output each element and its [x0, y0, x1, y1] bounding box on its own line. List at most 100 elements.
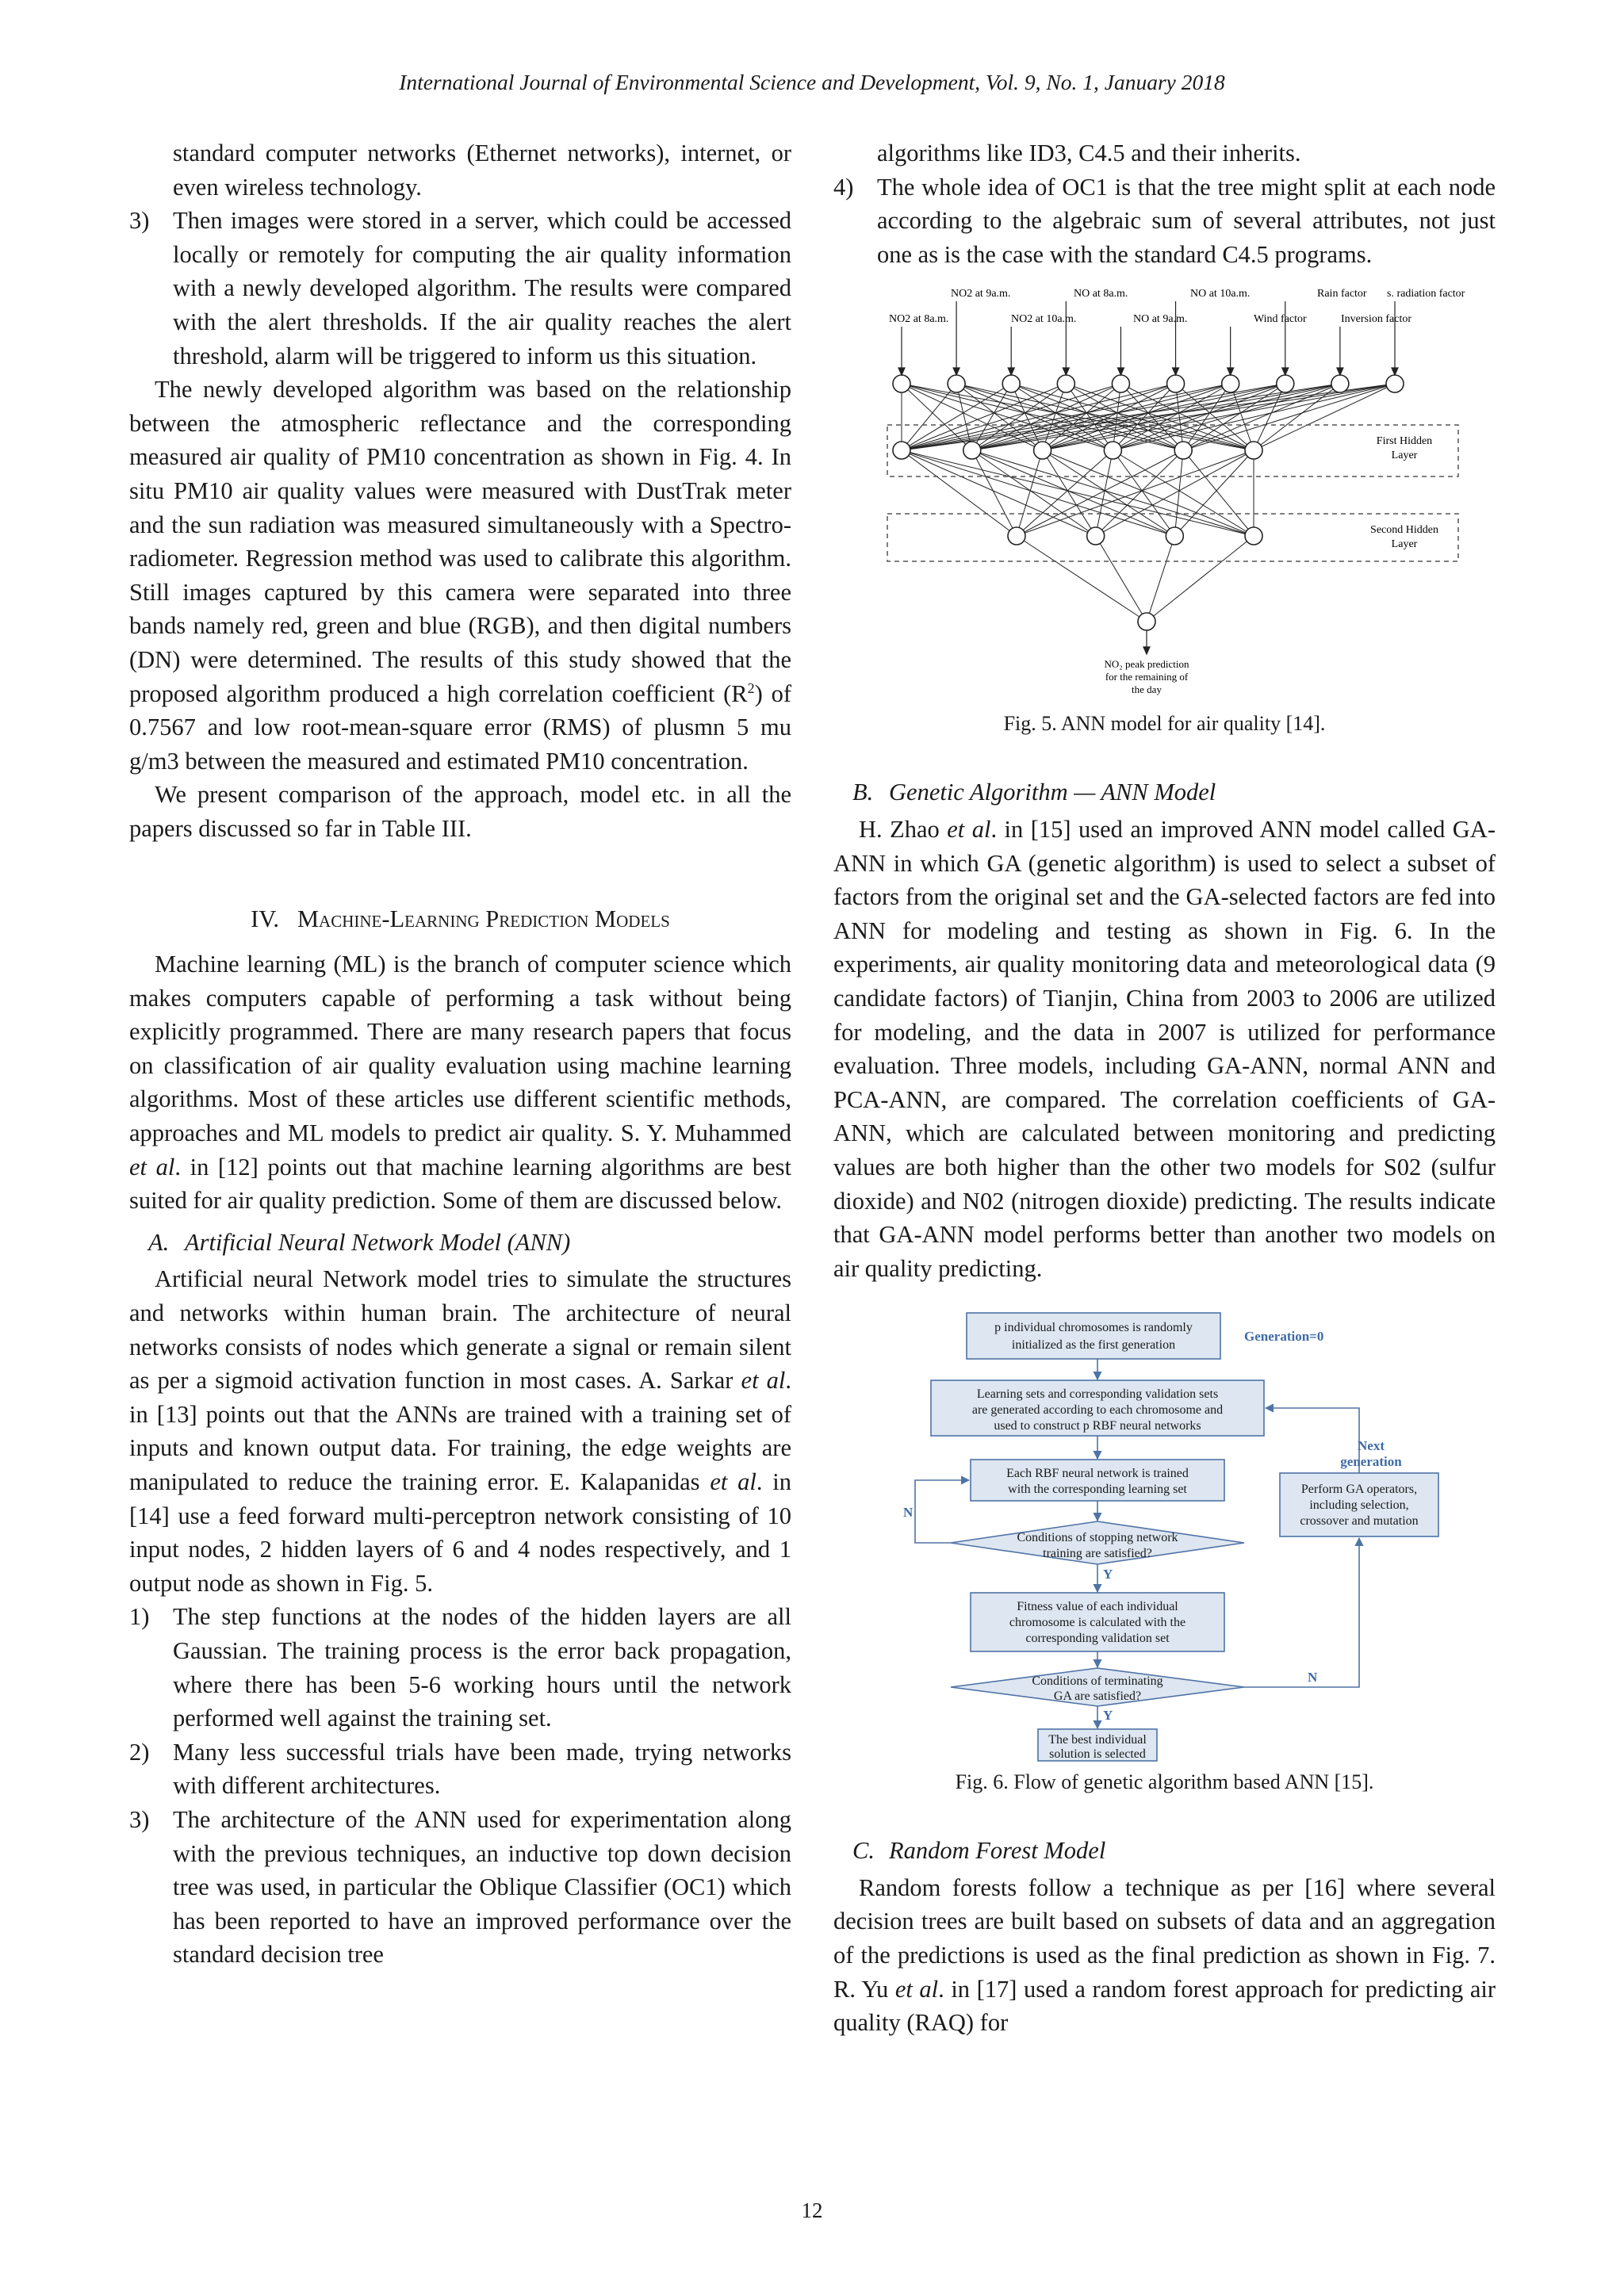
ann-connection [1112, 384, 1176, 451]
ann-connection [1112, 383, 1395, 451]
et-al: et al [741, 1367, 786, 1395]
input-node [1220, 374, 1239, 394]
ann-connection [971, 384, 1012, 451]
paragraph: Random forests follow a technique as per… [833, 1871, 1496, 2040]
ann-connection [971, 383, 1340, 451]
flow-text: Conditions of stopping network [1017, 1531, 1178, 1544]
paragraph: Artificial neural Network model tries to… [129, 1262, 791, 1600]
flow-text: GA are satisfied? [1053, 1689, 1140, 1703]
flow-text: initialized as the first generation [1011, 1338, 1174, 1352]
paragraph-text: ) of 0.7567 and low root-mean-square err… [129, 679, 791, 775]
hidden-node-layer-1 [1243, 441, 1263, 461]
hidden-node-layer-1 [962, 441, 982, 461]
input-label: NO at 10a.m. [1190, 288, 1250, 300]
section-title: Machine-Learning Prediction Models [297, 905, 670, 933]
ann-connection [1041, 383, 1176, 451]
next-generation-label: Next [1358, 1438, 1385, 1453]
ann-connection [1041, 450, 1096, 537]
ann-connection [1016, 450, 1043, 537]
subsection-heading: C. Random Forest Model [833, 1834, 1496, 1868]
ann-connection [971, 450, 1254, 537]
ann-connection [971, 383, 1067, 451]
output-arrowhead [1142, 646, 1151, 656]
ann-connection [1016, 535, 1147, 622]
flow-branch-label: N [903, 1505, 914, 1520]
journal-header: International Journal of Environmental S… [399, 70, 1225, 94]
ann-connection [1065, 384, 1113, 451]
flow-text: with the corresponding learning set [1008, 1483, 1187, 1496]
flow-box-learning-sets [929, 1380, 1265, 1437]
input-label: NO2 at 9a.m. [951, 288, 1010, 300]
input-label: Rain factor [1317, 288, 1367, 300]
list-item-text: The whole idea of OC1 is that the tree m… [877, 173, 1496, 268]
ann-connection [1016, 450, 1254, 537]
hidden-node-layer-2 [1006, 526, 1026, 546]
input-node [1056, 374, 1075, 394]
flow-text: The best individual [1048, 1733, 1147, 1747]
input-label: NO2 at 8a.m. [889, 313, 948, 325]
subsection-title: Random Forest Model [889, 1837, 1106, 1865]
list-item-text: Then images were stored in a server, whi… [173, 207, 791, 369]
input-arrowhead [952, 367, 960, 377]
paragraph: H. Zhao et al. in [15] used an improved … [833, 813, 1496, 1285]
paragraph: We present comparison of the approach, m… [129, 781, 791, 842]
input-arrowhead [1006, 367, 1015, 377]
paragraph-text: . in [14] use a feed forward multi-perce… [129, 1468, 791, 1597]
page-number: 12 [801, 2198, 823, 2222]
list-item: 3)The architecture of the ANN used for e… [129, 1803, 791, 1972]
input-label: NO at 9a.m. [1133, 313, 1187, 325]
first-hidden-layer-box [886, 424, 1459, 478]
list-item-number: 4) [833, 173, 854, 201]
flow-text: Fitness value of each individual [1017, 1600, 1178, 1613]
ann-connection [1112, 383, 1231, 451]
ann-connection [1041, 450, 1254, 537]
ann-connection [901, 383, 1231, 451]
ann-connection [956, 383, 1113, 451]
ann-connections [901, 383, 1395, 622]
generation-label: Generation=0 [1244, 1329, 1323, 1344]
output-label: the day [1132, 683, 1162, 695]
ann-connection [901, 383, 1395, 451]
flow-text: Conditions of terminating [1032, 1674, 1162, 1688]
ann-connection [1041, 383, 1231, 451]
subsection-letter: C. [852, 1837, 875, 1865]
input-label: Wind factor [1254, 313, 1307, 325]
input-arrowhead [1335, 367, 1344, 377]
input-node [1330, 374, 1350, 394]
paragraph-text: Random forests follow a technique as per… [833, 1873, 1496, 2003]
ann-connection [1010, 383, 1183, 451]
ann-connection [1041, 383, 1340, 451]
ann-connection [901, 383, 1011, 451]
flow-text: solution is selected [1049, 1747, 1146, 1761]
ann-input-arrows [897, 301, 1399, 656]
list-item-number: 3) [129, 207, 150, 235]
list-item-continuation: standard computer networks (Ethernet net… [173, 140, 791, 201]
ann-connection [901, 383, 1121, 451]
flow-text: corresponding validation set [1025, 1632, 1170, 1645]
list-item-number: 1) [129, 1603, 150, 1631]
paragraph-text: . in [17] used a random forest approach … [833, 1975, 1496, 2037]
figure-caption: Fig. 6. Flow of genetic algorithm based … [955, 1770, 1374, 1794]
ann-connection [1042, 383, 1395, 451]
subsection-letter: A. [148, 1228, 170, 1256]
ann-connection [901, 383, 1113, 451]
input-arrowhead [1116, 367, 1124, 377]
ann-connection [971, 450, 1175, 537]
et-al: et al [129, 1153, 175, 1181]
hidden-node-layer-1 [1032, 441, 1051, 461]
input-arrowhead [1226, 367, 1235, 377]
flow-text: Each RBF neural network is trained [1006, 1467, 1189, 1480]
ann-connection [901, 383, 1254, 451]
flow-box-ga-operators [1278, 1472, 1439, 1538]
layer-label: Second Hidden [1370, 524, 1438, 536]
ann-connection [1094, 536, 1147, 622]
hidden-node-layer-2 [1243, 526, 1263, 546]
paragraph-text: Machine learning (ML) is the branch of c… [129, 951, 791, 1147]
ann-connection [901, 383, 1067, 451]
ann-connection [1041, 384, 1067, 451]
input-node [891, 374, 911, 394]
flow-text: are generated according to each chromoso… [971, 1403, 1222, 1417]
input-node [1166, 374, 1185, 394]
subsection-heading: B.Genetic Algorithm — ANN Model [833, 775, 1496, 809]
subsection-letter: B. [852, 779, 874, 806]
